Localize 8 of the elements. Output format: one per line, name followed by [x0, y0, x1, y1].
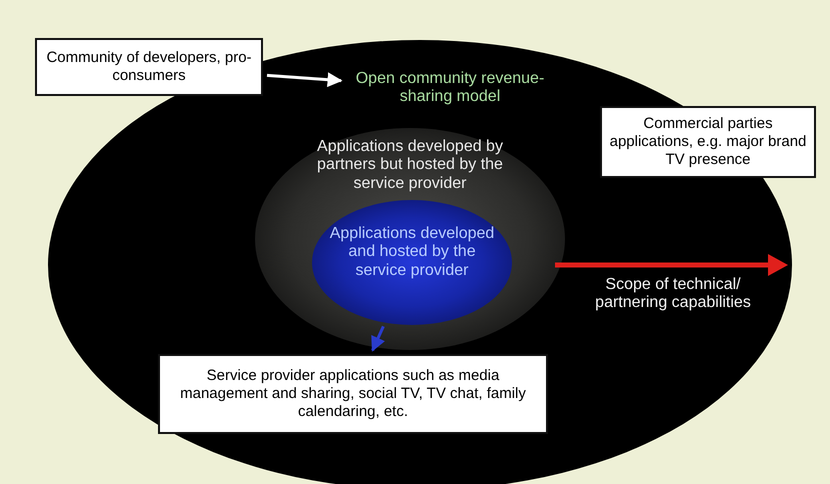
callout-box: Commercial parties applications, e.g. major brand TV presence [600, 106, 816, 178]
region-label: Open community revenue-sharing model [354, 70, 546, 107]
callout-box: Community of developers, pro-consumers [35, 38, 263, 96]
arrow [266, 72, 342, 88]
region-label: Applications developed and hosted by the service provider [328, 225, 496, 280]
arrow-label: Scope of technical/ partnering capabilities [594, 276, 752, 313]
region-label: Applications developed by partners but hosted by the service provider [316, 138, 504, 194]
arrow [371, 326, 385, 352]
